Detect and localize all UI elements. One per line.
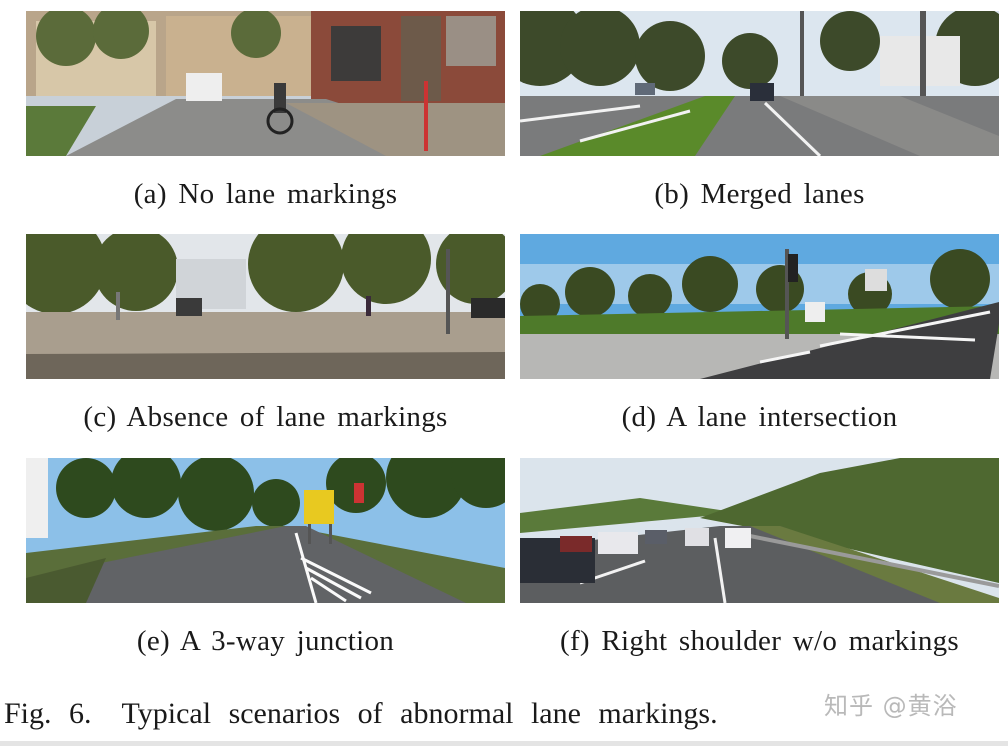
photo-merged-lanes [520,11,999,156]
caption-panel-a: (a) No lane markings [133,178,398,210]
caption-panel-b: (b) Merged lanes [654,178,865,210]
watermark: 知乎 @黄浴 [824,692,958,720]
photo-no-lane-markings [26,11,505,156]
figure-caption: Fig. 6. Typical scenarios of abnormal lan… [4,697,718,731]
photo-lane-intersection [520,234,999,379]
photo-three-way-junction [26,458,505,603]
bottom-rule [0,741,1008,746]
caption-panel-d: (d) A lane intersection [621,401,898,433]
figure-label: Fig. 6. [4,697,92,730]
caption-panel-e: (e) A 3-way junction [136,625,395,657]
figure-caption-text: Typical scenarios of abnormal lane marki… [121,697,718,730]
caption-panel-f: (f) Right shoulder w/o markings [559,625,960,657]
photo-absence-of-lane-markings [26,234,505,379]
caption-panel-c: (c) Absence of lane markings [83,401,448,433]
photo-right-shoulder-no-markings [520,458,999,603]
